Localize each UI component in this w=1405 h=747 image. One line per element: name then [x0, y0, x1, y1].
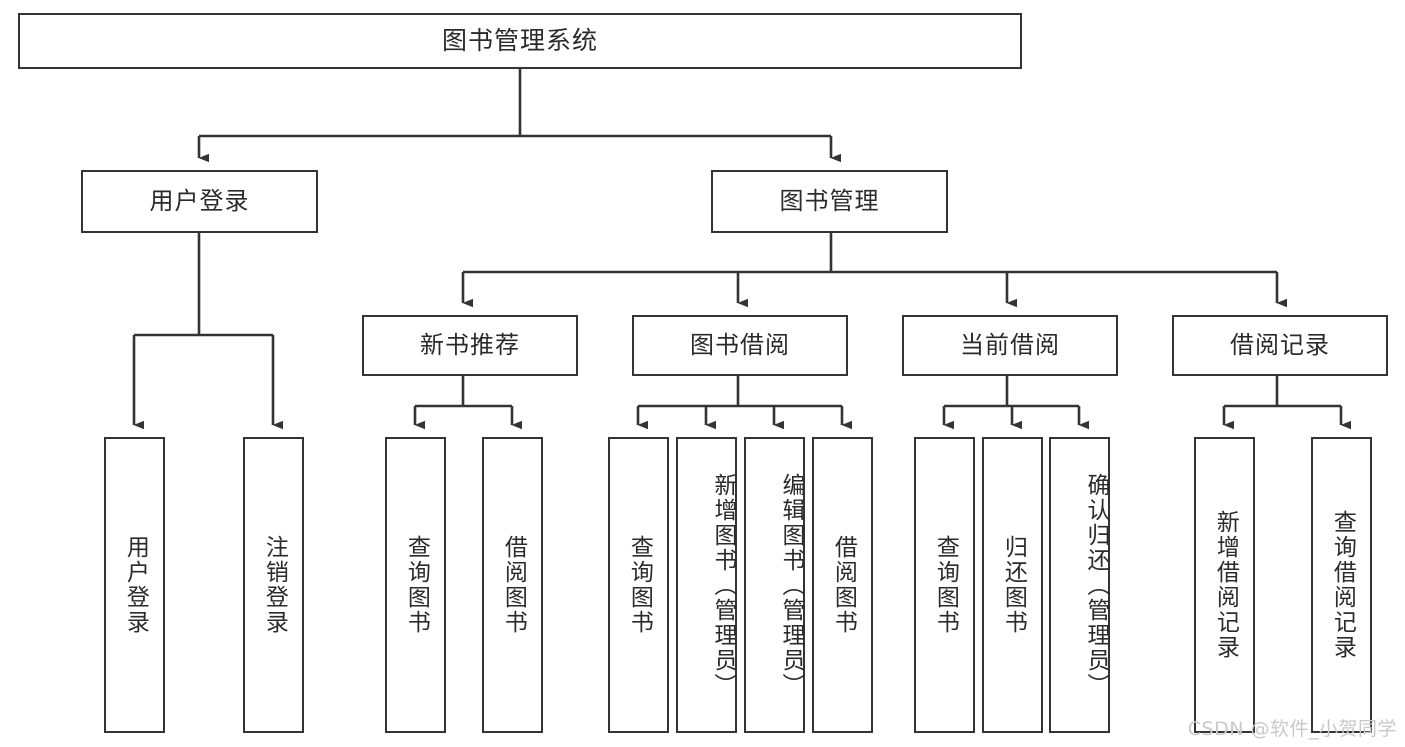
- node-label: 图书管理系统: [441, 26, 598, 56]
- node-label: 用户登录: [149, 187, 250, 216]
- leaf-book-borrow-query[interactable]: 查询图书: [608, 437, 669, 733]
- leaf-current-borrow-query[interactable]: 查询图书: [914, 437, 975, 733]
- node-label: 归还图书: [1000, 535, 1027, 635]
- node-label: 新增借阅记录: [1212, 510, 1239, 660]
- leaf-book-borrow-borrow[interactable]: 借阅图书: [812, 437, 873, 733]
- node-label: 当前借阅: [960, 331, 1060, 360]
- leaf-new-book-borrow[interactable]: 借阅图书: [482, 437, 543, 733]
- node-label: 查询图书: [626, 535, 653, 635]
- leaf-current-borrow-return[interactable]: 归还图书: [982, 437, 1043, 733]
- node-label: 借阅图书: [830, 535, 857, 635]
- node-label: 编辑图书（管理员）: [778, 472, 804, 698]
- node-label: 查询借阅记录: [1329, 510, 1356, 660]
- node-current-borrow[interactable]: 当前借阅: [902, 315, 1118, 376]
- node-label: 用户登录: [122, 535, 149, 635]
- node-book-borrow[interactable]: 图书借阅: [632, 315, 848, 376]
- node-label: 查询图书: [403, 535, 430, 635]
- csdn-watermark: CSDN @软件_小贺同学: [1187, 718, 1397, 740]
- leaf-borrow-record-add[interactable]: 新增借阅记录: [1194, 437, 1255, 733]
- node-label: 新增图书（管理员）: [710, 472, 736, 698]
- node-label: 图书借阅: [690, 331, 790, 360]
- leaf-current-borrow-confirm-return[interactable]: 确认归还（管理员）: [1049, 437, 1110, 733]
- node-new-book-recommend[interactable]: 新书推荐: [362, 315, 578, 376]
- node-label: 注销登录: [261, 535, 288, 635]
- node-label: 查询图书: [932, 535, 959, 635]
- leaf-user-login-logout[interactable]: 注销登录: [243, 437, 304, 733]
- node-label: 借阅图书: [500, 535, 527, 635]
- leaf-book-borrow-edit[interactable]: 编辑图书（管理员）: [744, 437, 805, 733]
- leaf-user-login-login[interactable]: 用户登录: [104, 437, 165, 733]
- node-borrow-record[interactable]: 借阅记录: [1172, 315, 1388, 376]
- leaf-borrow-record-query[interactable]: 查询借阅记录: [1311, 437, 1372, 733]
- leaf-book-borrow-add[interactable]: 新增图书（管理员）: [676, 437, 737, 733]
- node-label: 确认归还（管理员）: [1083, 472, 1109, 698]
- node-root-library-system[interactable]: 图书管理系统: [18, 13, 1022, 69]
- node-label: 图书管理: [779, 187, 880, 216]
- node-book-management[interactable]: 图书管理: [711, 170, 948, 233]
- node-label: 新书推荐: [420, 331, 520, 360]
- leaf-new-book-query[interactable]: 查询图书: [385, 437, 446, 733]
- node-user-login[interactable]: 用户登录: [81, 170, 318, 233]
- node-label: 借阅记录: [1230, 331, 1330, 360]
